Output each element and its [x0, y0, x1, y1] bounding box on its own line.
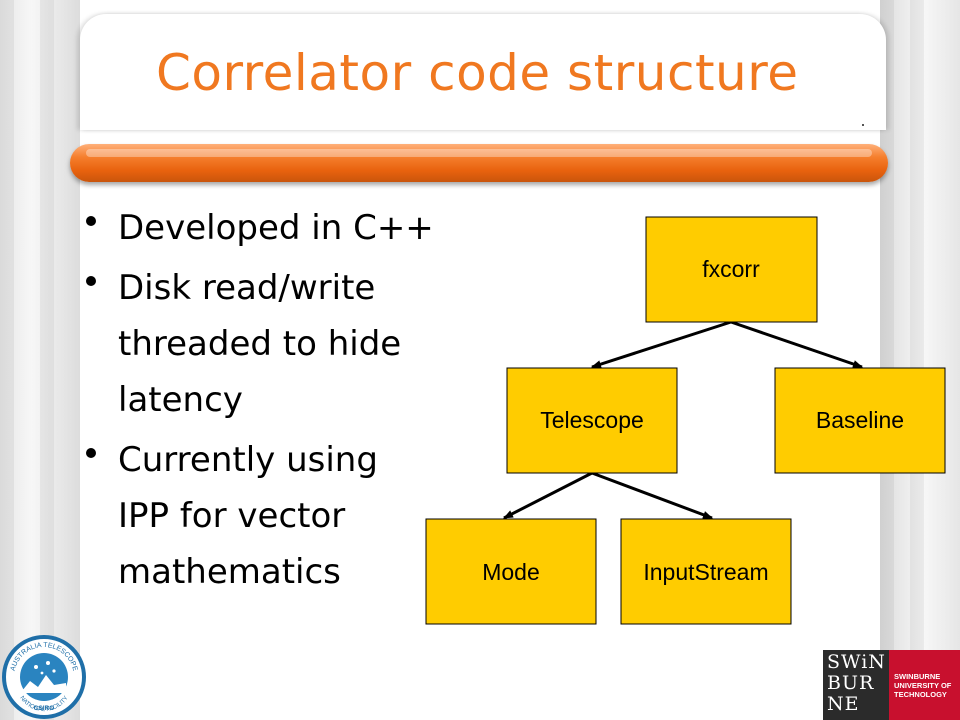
swinburne-logo: SWiN BUR NE SWINBURNE UNIVERSITY OF TECH… — [823, 650, 960, 720]
title-panel — [80, 14, 886, 130]
bullet-line: threaded to hide — [118, 324, 402, 364]
swinburne-logo-mark-line: NE — [827, 693, 860, 715]
bullet-line: mathematics — [118, 552, 341, 592]
node-baseline-box — [774, 367, 946, 474]
title-underline-bar — [70, 144, 888, 182]
edge-fxcorr-telescope — [591, 320, 732, 369]
node-fxcorr: fxcorr — [645, 216, 818, 323]
node-inputstream: InputStream — [620, 518, 792, 625]
node-mode-label: Mode — [482, 559, 540, 585]
csiro-logo-org-text: CSIRO — [34, 705, 55, 712]
node-telescope-box — [506, 367, 678, 474]
node-mode: Mode — [425, 518, 597, 625]
left-decorative-pillar — [0, 0, 80, 720]
bullet-item: Developed in C++ — [82, 200, 442, 256]
csiro-atnf-logo: AUSTRALIA TELESCOPE NATIONAL FACILITY CS… — [2, 635, 86, 719]
node-inputstream-label: InputStream — [643, 559, 768, 585]
swinburne-logo-name: SWINBURNE UNIVERSITY OF TECHNOLOGY — [889, 650, 960, 720]
bullet-item: Currently using IPP for vector mathemati… — [82, 432, 442, 600]
bullet-dot-icon — [86, 216, 96, 226]
bullet-line: latency — [118, 380, 243, 420]
bullet-dot-icon — [86, 448, 96, 458]
bullet-dot-icon — [86, 276, 96, 286]
edge-telescope-mode — [503, 471, 593, 520]
bullet-line: Currently using — [118, 440, 378, 480]
edge-fxcorr-baseline — [730, 320, 863, 369]
node-baseline-label: Baseline — [816, 407, 904, 433]
swinburne-logo-mark: SWiN BUR NE — [823, 650, 889, 720]
node-telescope: Telescope — [506, 367, 678, 474]
node-mode-box — [425, 518, 597, 625]
bullet-item: Disk read/write threaded to hide latency — [82, 260, 442, 428]
node-fxcorr-box — [645, 216, 818, 323]
bullet-line: Developed in C++ — [118, 208, 434, 248]
bullet-line: Disk read/write — [118, 268, 376, 308]
edge-telescope-inputstream — [591, 471, 713, 520]
bullet-list: Developed in C++ Disk read/write threade… — [82, 200, 442, 604]
bullet-line: IPP for vector — [118, 496, 346, 536]
title-dot — [862, 124, 864, 126]
right-decorative-pillar — [880, 0, 960, 720]
node-fxcorr-label: fxcorr — [702, 256, 760, 282]
node-telescope-label: Telescope — [540, 407, 644, 433]
node-inputstream-box — [620, 518, 792, 625]
swinburne-logo-mark-line: BUR — [827, 672, 875, 694]
node-baseline: Baseline — [774, 367, 946, 474]
slide-title: Correlator code structure — [156, 44, 799, 102]
swinburne-logo-mark-line: SWiN — [827, 651, 886, 673]
